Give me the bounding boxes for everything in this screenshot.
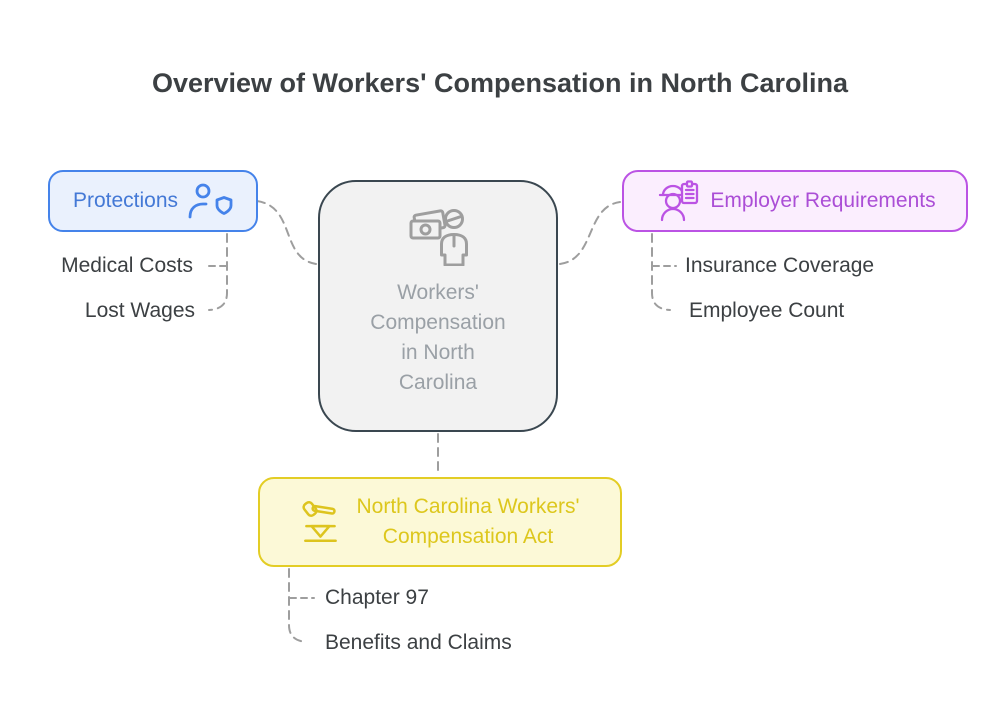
nc-act-label: North Carolina Workers' Compensation Act (356, 495, 580, 548)
child-benefits-and-claims: Benefits and Claims (325, 631, 512, 654)
child-chapter-97: Chapter 97 (325, 586, 429, 609)
spine-employer-children (651, 233, 671, 311)
node-workers-compensation-center: Workers' Compensation in North Carolina (318, 180, 558, 432)
employer-requirements-label: Employer Requirements (710, 189, 936, 212)
connector-center-to-employer (559, 201, 621, 265)
spine-protections-children (208, 233, 228, 311)
node-employer-requirements: Employer Requirements (622, 170, 968, 232)
cash-worker-icon (406, 208, 470, 266)
spine-act-children (288, 568, 308, 643)
child-medical-costs: Medical Costs (61, 254, 193, 277)
worker-clipboard-icon (654, 180, 700, 222)
user-shield-icon (187, 183, 233, 219)
child-insurance-coverage: Insurance Coverage (685, 254, 875, 277)
child-employee-count: Employee Count (689, 299, 845, 322)
connector-center-to-protections (256, 200, 317, 265)
node-protections: Protections (48, 170, 258, 232)
protections-label: Protections (72, 189, 179, 212)
page-title: Overview of Workers' Compensation in Nor… (151, 68, 849, 98)
gavel-icon (300, 498, 342, 546)
center-node-label: Workers' Compensation in North Carolina (370, 281, 506, 394)
node-nc-compensation-act: North Carolina Workers' Compensation Act (258, 477, 622, 567)
child-lost-wages: Lost Wages (84, 299, 195, 322)
